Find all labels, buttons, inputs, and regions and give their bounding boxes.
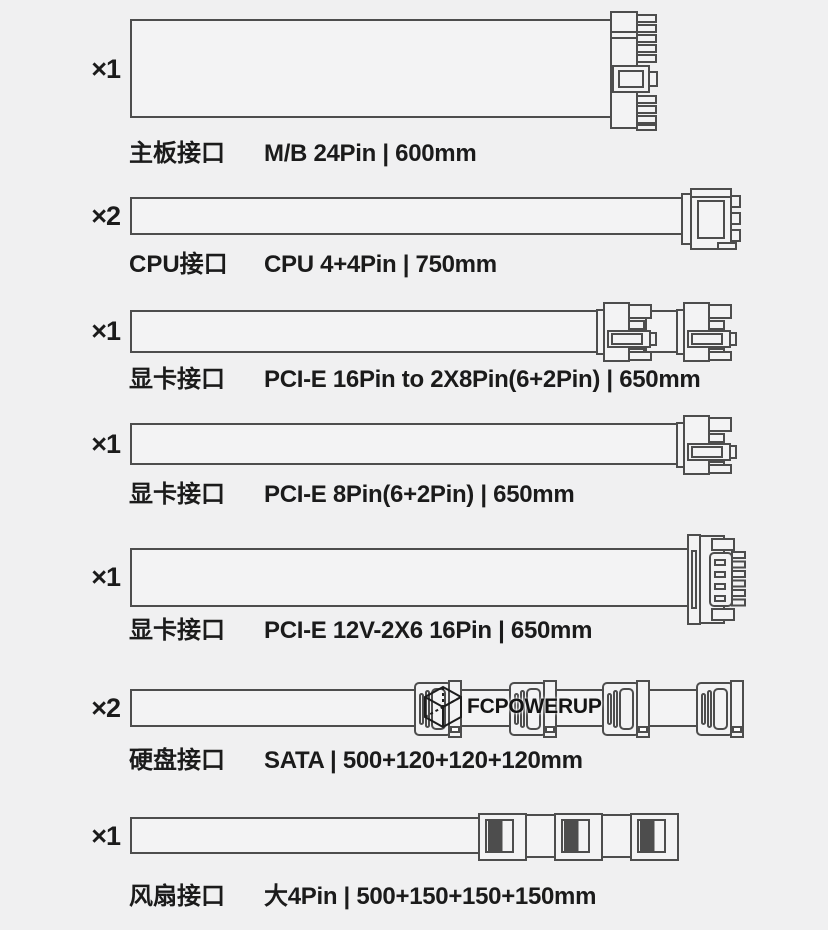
connector-type-label: 显卡接口 xyxy=(129,617,225,644)
pcie-8pin-connector-icon xyxy=(596,302,657,362)
cable-body xyxy=(130,423,682,465)
pcie-8pin-connector-icon xyxy=(676,415,737,475)
connector-spec-label: PCI-E 12V-2X6 16Pin | 650mm xyxy=(264,617,593,644)
sata-connector-icon xyxy=(602,680,650,738)
quantity-label: ×1 xyxy=(91,821,121,851)
connector-type-label: 主板接口 xyxy=(129,140,225,167)
atx-24pin-connector-icon xyxy=(610,11,658,131)
sata-connector-icon xyxy=(696,680,744,738)
watermark-label: FCPOWERUP xyxy=(467,695,602,718)
cable-body xyxy=(130,310,602,353)
molex-4pin-connector-icon xyxy=(554,813,603,861)
connector-type-label: 显卡接口 xyxy=(129,481,225,508)
watermark: FCPOWERUP xyxy=(424,684,602,730)
connector-type-label: 显卡接口 xyxy=(129,366,225,393)
connector-type-label: 风扇接口 xyxy=(129,883,225,910)
quantity-label: ×1 xyxy=(91,316,121,346)
wireframe-cube-logo-icon xyxy=(424,685,462,729)
quantity-label: ×1 xyxy=(91,562,121,592)
molex-4pin-connector-icon xyxy=(630,813,679,861)
quantity-label: ×2 xyxy=(91,693,121,723)
cpu-4plus4pin-connector-icon xyxy=(681,188,741,250)
connector-spec-label: SATA | 500+120+120+120mm xyxy=(264,747,583,774)
sata-connector-icon xyxy=(509,680,557,738)
cable-body xyxy=(130,197,686,235)
connector-spec-label: PCI-E 8Pin(6+2Pin) | 650mm xyxy=(264,481,575,508)
connector-type-label: CPU接口 xyxy=(129,251,228,278)
connector-type-label: 硬盘接口 xyxy=(129,747,225,774)
quantity-label: ×1 xyxy=(91,429,121,459)
quantity-label: ×1 xyxy=(91,54,121,84)
cable-body xyxy=(130,548,692,607)
quantity-label: ×2 xyxy=(91,201,121,231)
pcie-8pin-connector-icon xyxy=(676,302,737,362)
connector-spec-label: PCI-E 16Pin to 2X8Pin(6+2Pin) | 650mm xyxy=(264,366,701,393)
connector-spec-label: 大4Pin | 500+150+150+150mm xyxy=(264,883,597,910)
connector-spec-label: M/B 24Pin | 600mm xyxy=(264,140,477,167)
cable-body xyxy=(130,19,618,118)
connector-spec-label: CPU 4+4Pin | 750mm xyxy=(264,251,497,278)
molex-4pin-connector-icon xyxy=(478,813,527,861)
12v-2x6-connector-icon xyxy=(687,534,746,625)
cable-body xyxy=(130,817,490,854)
